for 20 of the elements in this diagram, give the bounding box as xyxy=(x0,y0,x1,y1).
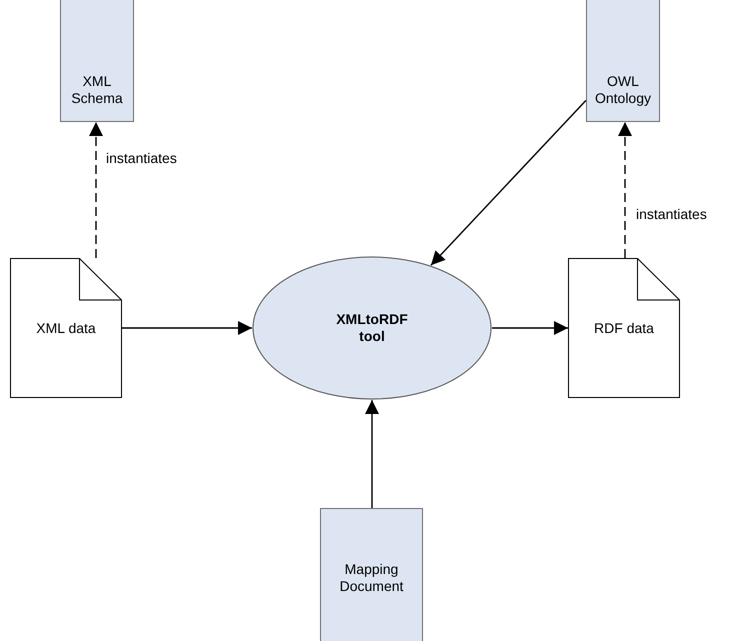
edge-label: instantiates xyxy=(634,206,709,222)
node-label: OWL Ontology xyxy=(594,73,652,107)
arrow xyxy=(492,321,568,335)
document-box xyxy=(586,0,660,122)
node-label: XMLtoRDF tool xyxy=(335,311,409,345)
document-shape xyxy=(568,258,680,398)
arrow xyxy=(89,122,103,258)
edge-label: instantiates xyxy=(104,150,179,166)
arrow xyxy=(430,100,587,266)
process-ellipse xyxy=(252,256,492,400)
document-shape xyxy=(10,258,122,398)
document-box xyxy=(320,508,423,641)
node-label: XML Schema xyxy=(70,73,124,107)
node-label: RDF data xyxy=(594,320,654,336)
document-box xyxy=(60,0,134,122)
node-label: XML data xyxy=(36,320,96,336)
arrow xyxy=(365,400,379,508)
node-label: Mapping Document xyxy=(338,561,404,595)
arrow xyxy=(122,321,252,335)
arrow xyxy=(618,122,632,258)
